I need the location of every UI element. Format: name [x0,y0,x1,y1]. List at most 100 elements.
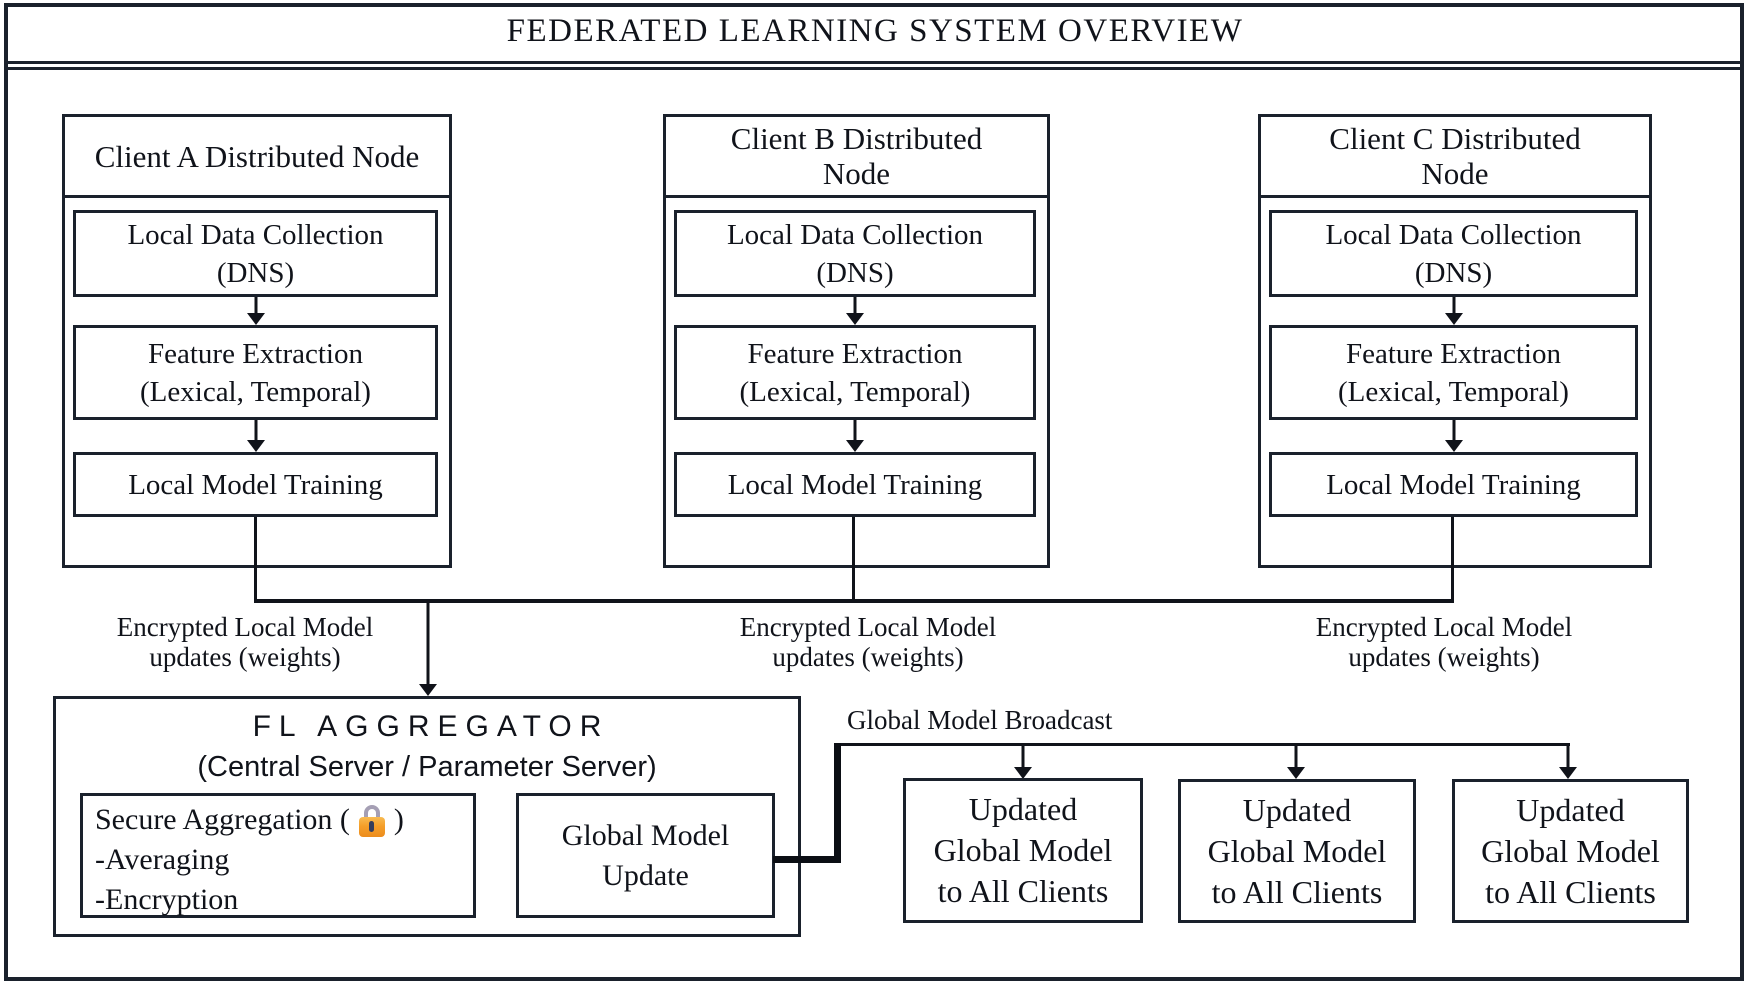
stage-text-line: (DNS) [816,256,894,289]
client-title-line: Node [1421,156,1489,191]
stage-text-line: Local Model Training [1326,468,1581,501]
stage-box-feature-extraction: Feature Extraction (Lexical, Temporal) [674,325,1036,420]
broadcast-label: Global Model Broadcast [847,705,1113,735]
updated-global-model-box-3: Updated Global Model to All Clients [1452,779,1689,923]
stage-text-line: (Lexical, Temporal) [1338,375,1569,408]
client-a-box: Client A Distributed Node Local Data Col… [62,114,452,568]
secure-aggregation-item: -Encryption [95,883,239,916]
client-b-stages: Local Data Collection (DNS) Feature Extr… [674,117,1036,565]
arrow-head [1014,767,1032,779]
arrow-head [1444,440,1463,452]
arrow-down-icon [846,420,864,452]
stage-text-line: Local Model Training [727,468,983,501]
arrow-down-icon [1559,746,1577,779]
aggregator-subtitle: (Central Server / Parameter Server) [197,751,657,783]
global-model-update-box: Global Model Update [516,793,775,918]
updated-box-line: Global Model [1481,832,1660,869]
title-divider-line [4,61,1744,64]
stage-text-line: Feature Extraction [747,337,963,370]
lock-shackle [363,805,380,818]
edge-label-line: updates (weights) [772,642,964,672]
client-c-box: Client C Distributed Node Local Data Col… [1258,114,1652,568]
connector-line-client-c [1451,517,1454,601]
connector-elbow-vertical [834,743,841,860]
arrow-down-icon [1287,746,1305,779]
stage-box-feature-extraction: Feature Extraction (Lexical, Temporal) [73,325,438,420]
arrow-stem [1294,746,1298,769]
stage-text-line: (DNS) [1414,256,1493,289]
arrow-head [246,313,265,325]
updated-box-line: Updated [1242,791,1352,828]
updated-box-line: Global Model [1207,832,1387,869]
stage-box-local-data-collection: Local Data Collection (DNS) [674,210,1036,297]
arrow-head [1444,313,1463,325]
lock-icon [358,805,385,837]
client-title-line: Node [822,156,891,191]
stage-box-feature-extraction: Feature Extraction (Lexical, Temporal) [1269,325,1638,420]
stage-text-line: (DNS) [216,256,295,289]
edge-label-line: Encrypted Local Model [1315,612,1573,642]
stage-text-line: Feature Extraction [1346,337,1561,370]
stage-box-local-model-training: Local Model Training [674,452,1036,517]
stage-box-local-data-collection: Local Data Collection (DNS) [73,210,438,297]
arrow-down-icon [419,602,437,696]
stage-text-line: Feature Extraction [148,337,363,370]
edge-label-line: updates (weights) [149,642,341,672]
updated-global-model-box-1: Updated Global Model to All Clients [903,778,1143,923]
arrow-head [846,313,864,325]
connector-elbow-horizontal [773,856,841,863]
client-a-title: Client A Distributed Node [65,117,449,198]
stage-box-local-model-training: Local Model Training [1269,452,1638,517]
client-title-line: Client B Distributed [730,121,983,156]
client-b-box: Client B Distributed Node Local Data Col… [663,114,1050,568]
connector-line-client-b [852,517,855,601]
arrow-stem [853,297,857,315]
secure-title-suffix: ) [393,803,404,836]
arrow-head [419,684,437,696]
updated-box-line: Global Model [933,832,1113,868]
arrow-head [846,440,864,452]
stage-text-line: Local Data Collection [127,218,384,251]
arrow-stem [254,297,257,315]
arrow-down-icon [246,297,265,325]
secure-aggregation-item: -Averaging [95,843,230,876]
client-a-stages: Local Data Collection (DNS) Feature Extr… [73,117,438,565]
stage-text-line: Local Data Collection [726,218,984,251]
updated-box-line: Updated [968,791,1078,827]
edge-label-line: Encrypted Local Model [116,612,374,642]
arrow-down-icon [846,297,864,325]
arrow-stem [1566,746,1570,769]
stage-box-local-model-training: Local Model Training [73,452,438,517]
arrow-head [246,440,265,452]
updated-box-line: to All Clients [1485,873,1656,910]
edge-label-client-a: Encrypted Local Model updates (weights) [75,612,415,672]
arrow-stem [1021,746,1025,769]
edge-label-client-b: Encrypted Local Model updates (weights) [698,612,1038,672]
client-c-title: Client C Distributed Node [1261,117,1649,198]
connector-line-client-a [254,517,257,601]
stage-text-line: (Lexical, Temporal) [140,375,371,408]
edge-label-line: updates (weights) [1348,642,1540,672]
global-update-line: Global Model [561,818,730,852]
figure-border [4,3,1744,981]
updated-box-line: Updated [1516,791,1625,828]
updated-box-line: to All Clients [937,873,1109,909]
figure-title: FEDERATED LEARNING SYSTEM OVERVIEW [506,12,1244,49]
arrow-down-icon [1444,297,1463,325]
arrow-head [1559,767,1577,779]
client-b-title: Client B Distributed Node [666,117,1047,198]
arrow-down-icon [1444,420,1463,452]
aggregator-title: FL AGGREGATOR [252,710,610,743]
client-title-line: Client A Distributed Node [94,138,420,174]
secure-aggregation-title: Secure Aggregation ( ) [95,800,473,840]
stage-text-line: Local Data Collection [1325,218,1582,251]
bus-line [254,599,1454,603]
global-update-line: Update [602,858,689,892]
broadcast-line [841,743,1570,746]
arrow-stem [426,602,430,686]
updated-global-model-box-2: Updated Global Model to All Clients [1178,779,1416,923]
arrow-head [1287,767,1305,779]
secure-title-prefix: Secure Aggregation ( [95,803,350,836]
lock-keyhole [369,821,375,832]
